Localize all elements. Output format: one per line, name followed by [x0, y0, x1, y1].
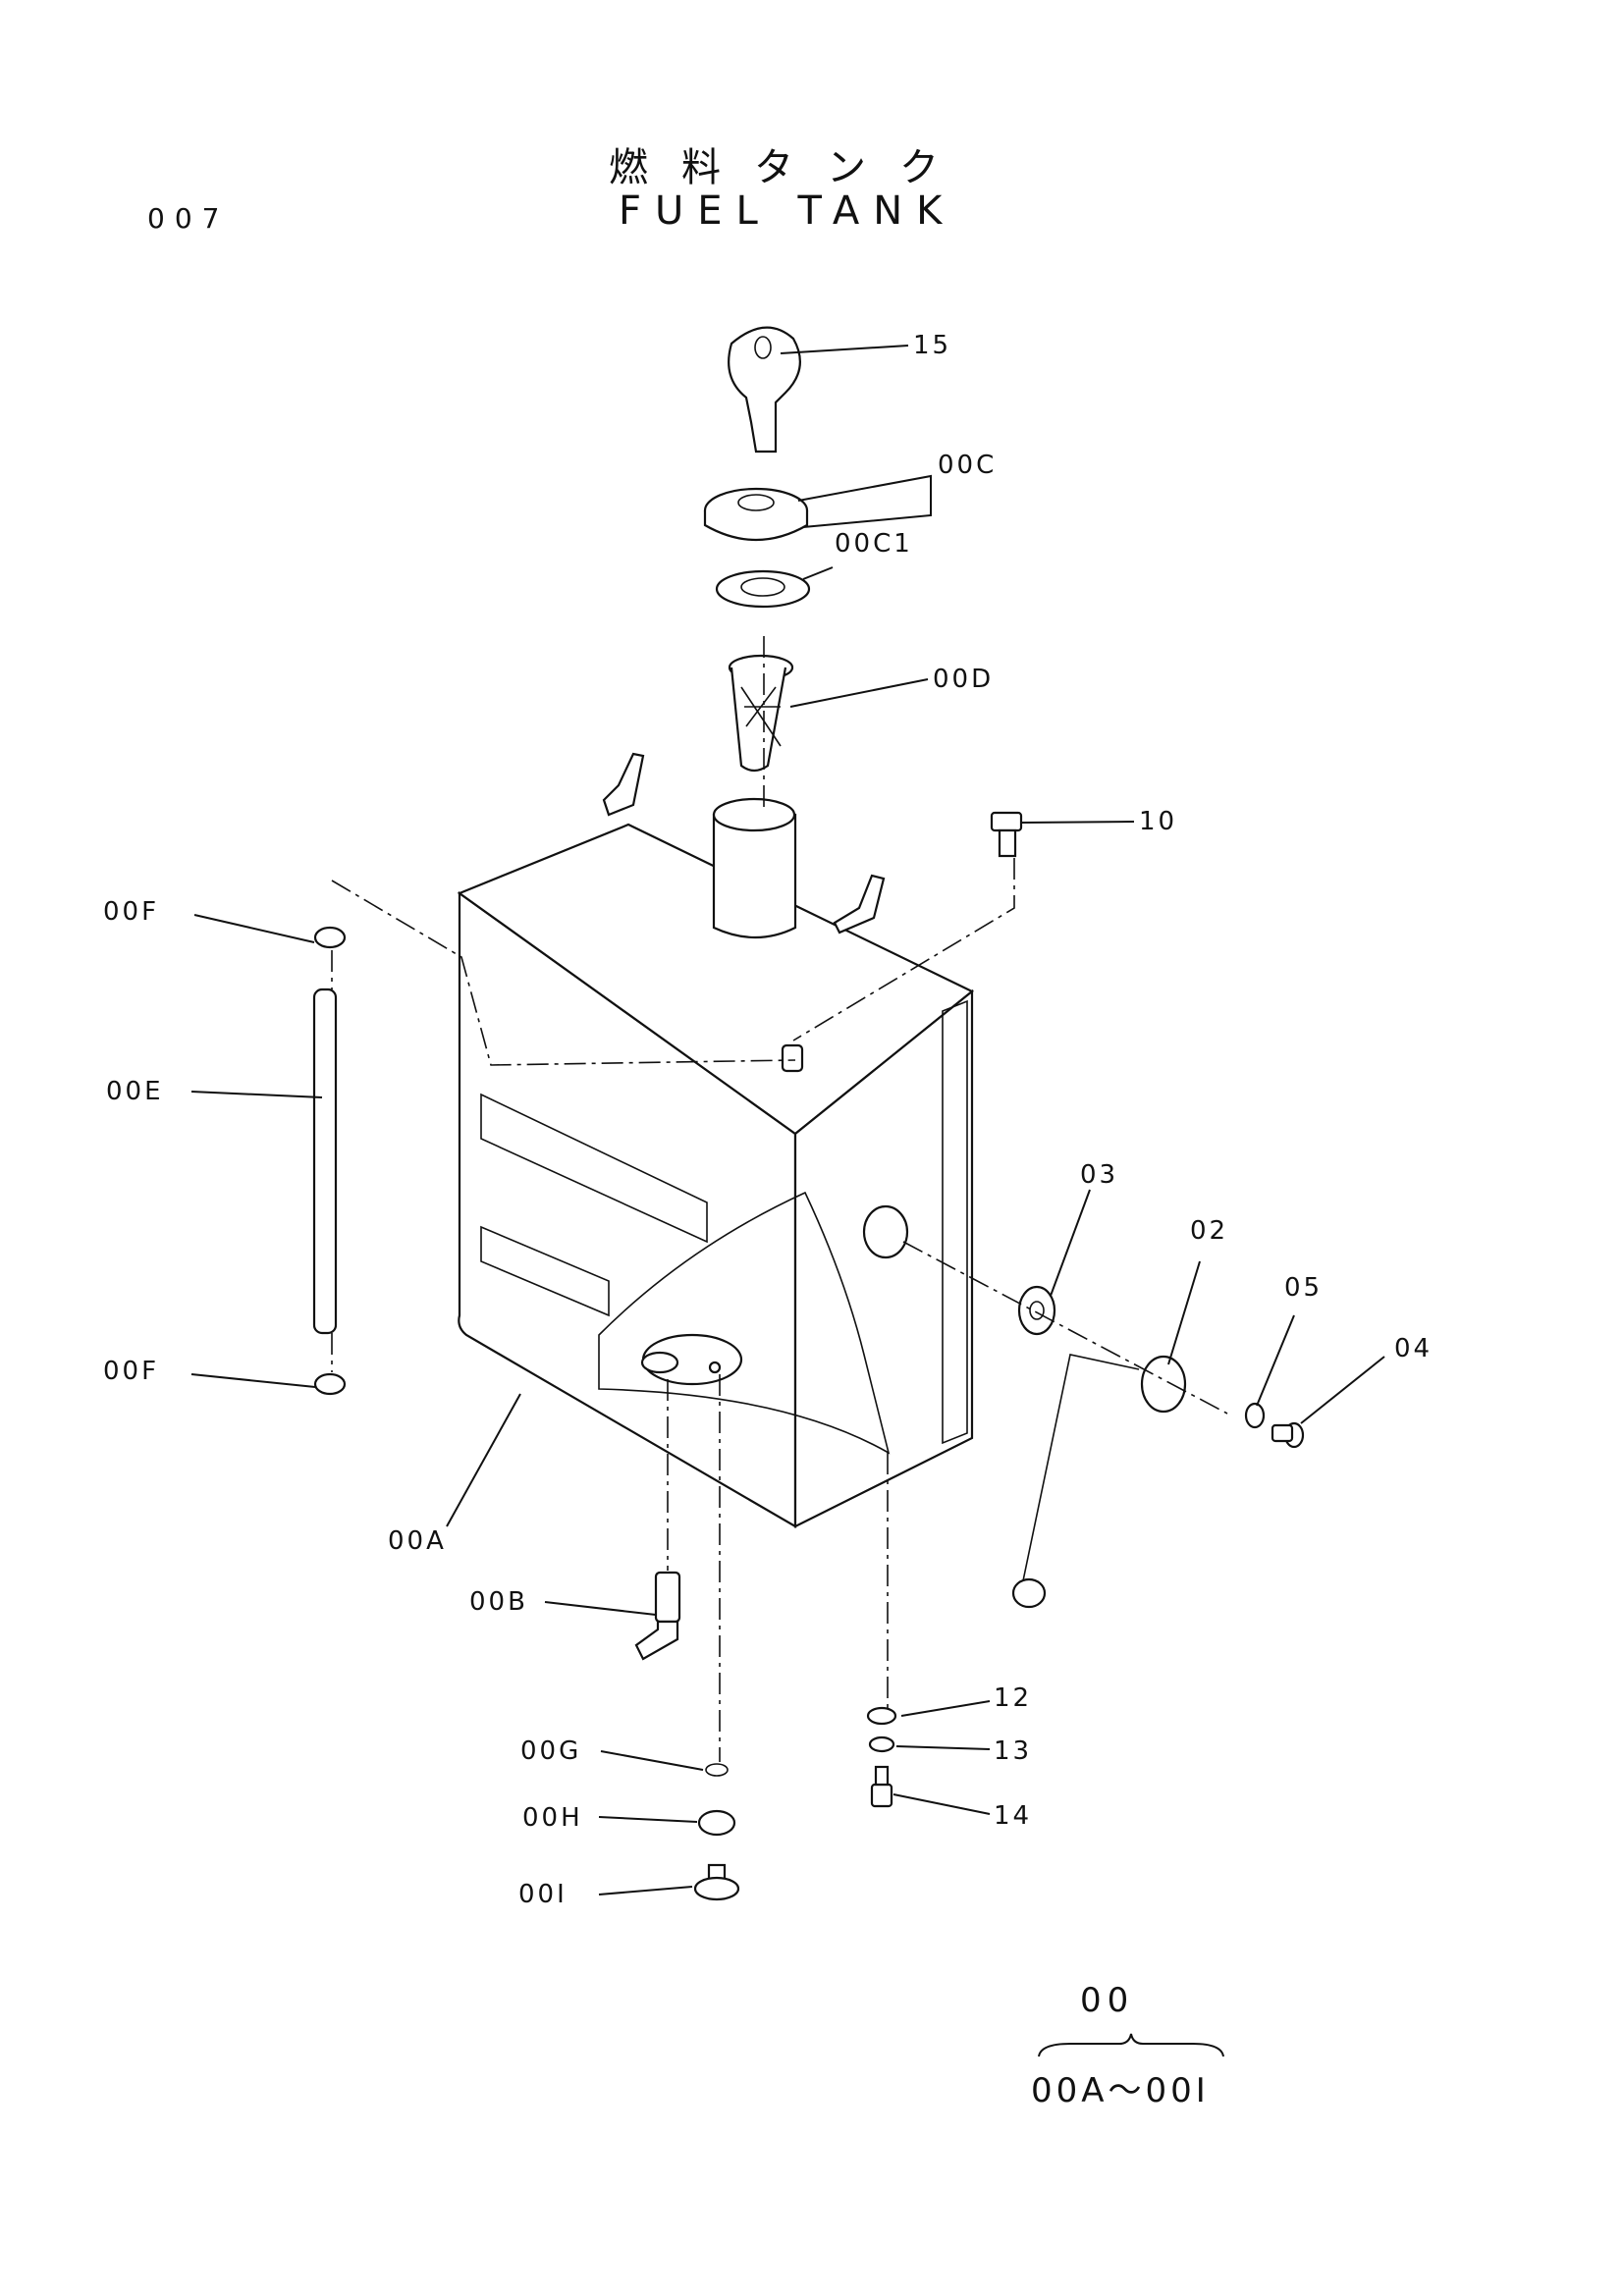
- strainer-part: [728, 654, 794, 773]
- clamp-bottom-part: [313, 1372, 347, 1396]
- callout-00I: 00I: [518, 1880, 568, 1909]
- callout-04: 04: [1394, 1334, 1433, 1363]
- callout-02: 02: [1190, 1216, 1228, 1246]
- callout-00E: 00E: [106, 1077, 164, 1106]
- callout-00F-bottom: 00F: [103, 1357, 159, 1386]
- washer-13-part: [868, 1735, 895, 1753]
- callout-00A: 00A: [388, 1526, 447, 1556]
- bolt-14-part: [870, 1765, 893, 1808]
- callout-10: 10: [1139, 807, 1177, 836]
- callout-00G: 00G: [520, 1736, 581, 1766]
- callout-00D: 00D: [933, 665, 994, 694]
- callout-13: 13: [994, 1736, 1032, 1766]
- callout-14: 14: [994, 1801, 1032, 1831]
- callout-00F-top: 00F: [103, 897, 159, 927]
- bolt-10-part: [990, 811, 1023, 858]
- callout-00C1: 00C1: [835, 529, 913, 559]
- group-brace: [1038, 2033, 1224, 2057]
- fuel-tank-body: [457, 752, 975, 1528]
- callout-00C: 00C: [938, 451, 997, 480]
- page-title-japanese: 燃料タンク: [609, 145, 972, 190]
- fuel-cap-part: [703, 487, 809, 541]
- assembly-group-range: 00A～00I: [1031, 2071, 1210, 2110]
- gauge-gasket-part: [1017, 1285, 1056, 1336]
- drain-elbow-part: [634, 1571, 681, 1661]
- assembly-group-number: 00: [1080, 1981, 1135, 2020]
- drain-plug-part: [693, 1863, 740, 1901]
- callout-15: 15: [913, 331, 951, 360]
- hose-part: [312, 988, 338, 1335]
- callout-12: 12: [994, 1683, 1032, 1713]
- clamp-top-part: [313, 926, 347, 949]
- drain-oring-part: [705, 1763, 729, 1777]
- assembly-center-lines: [331, 636, 1228, 1762]
- washer-05-part: [1244, 1402, 1266, 1429]
- callout-03: 03: [1080, 1160, 1118, 1190]
- callout-00H: 00H: [522, 1803, 583, 1833]
- drain-seat-part: [697, 1809, 736, 1837]
- callout-05: 05: [1284, 1273, 1323, 1303]
- washer-12-part: [866, 1706, 897, 1726]
- leader-lines: [190, 345, 1385, 1896]
- page-number: 007: [147, 202, 230, 235]
- key-part: [728, 326, 801, 454]
- fuel-sender-part: [1011, 1354, 1187, 1609]
- callout-00B: 00B: [469, 1587, 528, 1617]
- screw-04-part: [1271, 1421, 1305, 1449]
- cap-gasket-part: [715, 569, 811, 609]
- page-title-english: FUEL TANK: [619, 188, 956, 234]
